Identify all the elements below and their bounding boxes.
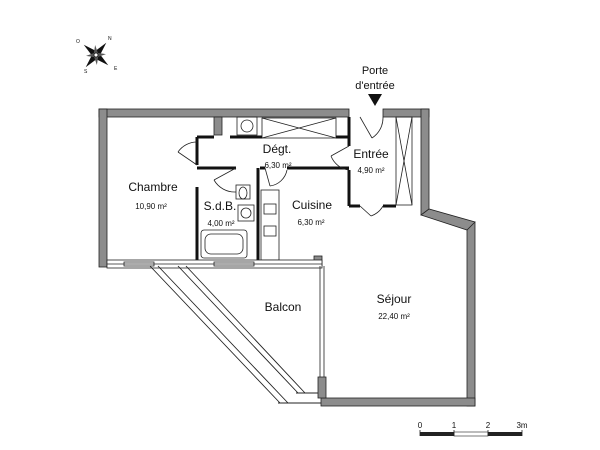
svg-text:S: S xyxy=(84,69,88,75)
room-area-entree: 4,90 m² xyxy=(357,166,384,175)
scale-tick-0: 0 xyxy=(418,421,423,430)
room-name-sdb: S.d.B. xyxy=(204,199,237,213)
scale-tick-3: 3m xyxy=(516,421,527,430)
storage-cupboards xyxy=(236,116,413,206)
room-area-chambre: 10,90 m² xyxy=(135,202,167,211)
scale-tick-2: 2 xyxy=(486,421,491,430)
room-name-entree: Entrée xyxy=(353,147,389,161)
kitchen-fixtures xyxy=(260,189,280,261)
scale-tick-1: 1 xyxy=(452,421,457,430)
room-name-degt: Dégt. xyxy=(263,142,292,156)
interior-walls xyxy=(195,117,396,262)
svg-text:N: N xyxy=(108,36,112,42)
compass-letters: O S N E xyxy=(76,36,118,75)
room-name-cuisine: Cuisine xyxy=(292,198,332,212)
svg-text:E: E xyxy=(114,66,118,72)
entrance-arrow-icon xyxy=(368,94,382,106)
living-window xyxy=(319,266,325,377)
svg-text:O: O xyxy=(76,39,80,45)
entrance-label-line1: Porte xyxy=(362,65,388,77)
room-area-cuisine: 6,30 m² xyxy=(297,218,324,227)
bathroom-fixtures xyxy=(200,184,255,259)
room-name-sejour: Séjour xyxy=(377,292,412,306)
compass-rose-icon xyxy=(83,42,109,68)
room-area-sejour: 22,40 m² xyxy=(378,312,410,321)
room-area-sdb: 4,00 m² xyxy=(207,219,234,228)
balcony-railing xyxy=(149,265,321,404)
windows-south xyxy=(106,259,323,269)
entrance-label-line2: d'entrée xyxy=(355,80,394,92)
scale-bar xyxy=(419,430,523,437)
room-name-balcon: Balcon xyxy=(265,300,302,314)
door-swings xyxy=(177,116,384,217)
room-name-chambre: Chambre xyxy=(128,180,178,194)
room-area-degt: 6,30 m² xyxy=(264,161,291,170)
